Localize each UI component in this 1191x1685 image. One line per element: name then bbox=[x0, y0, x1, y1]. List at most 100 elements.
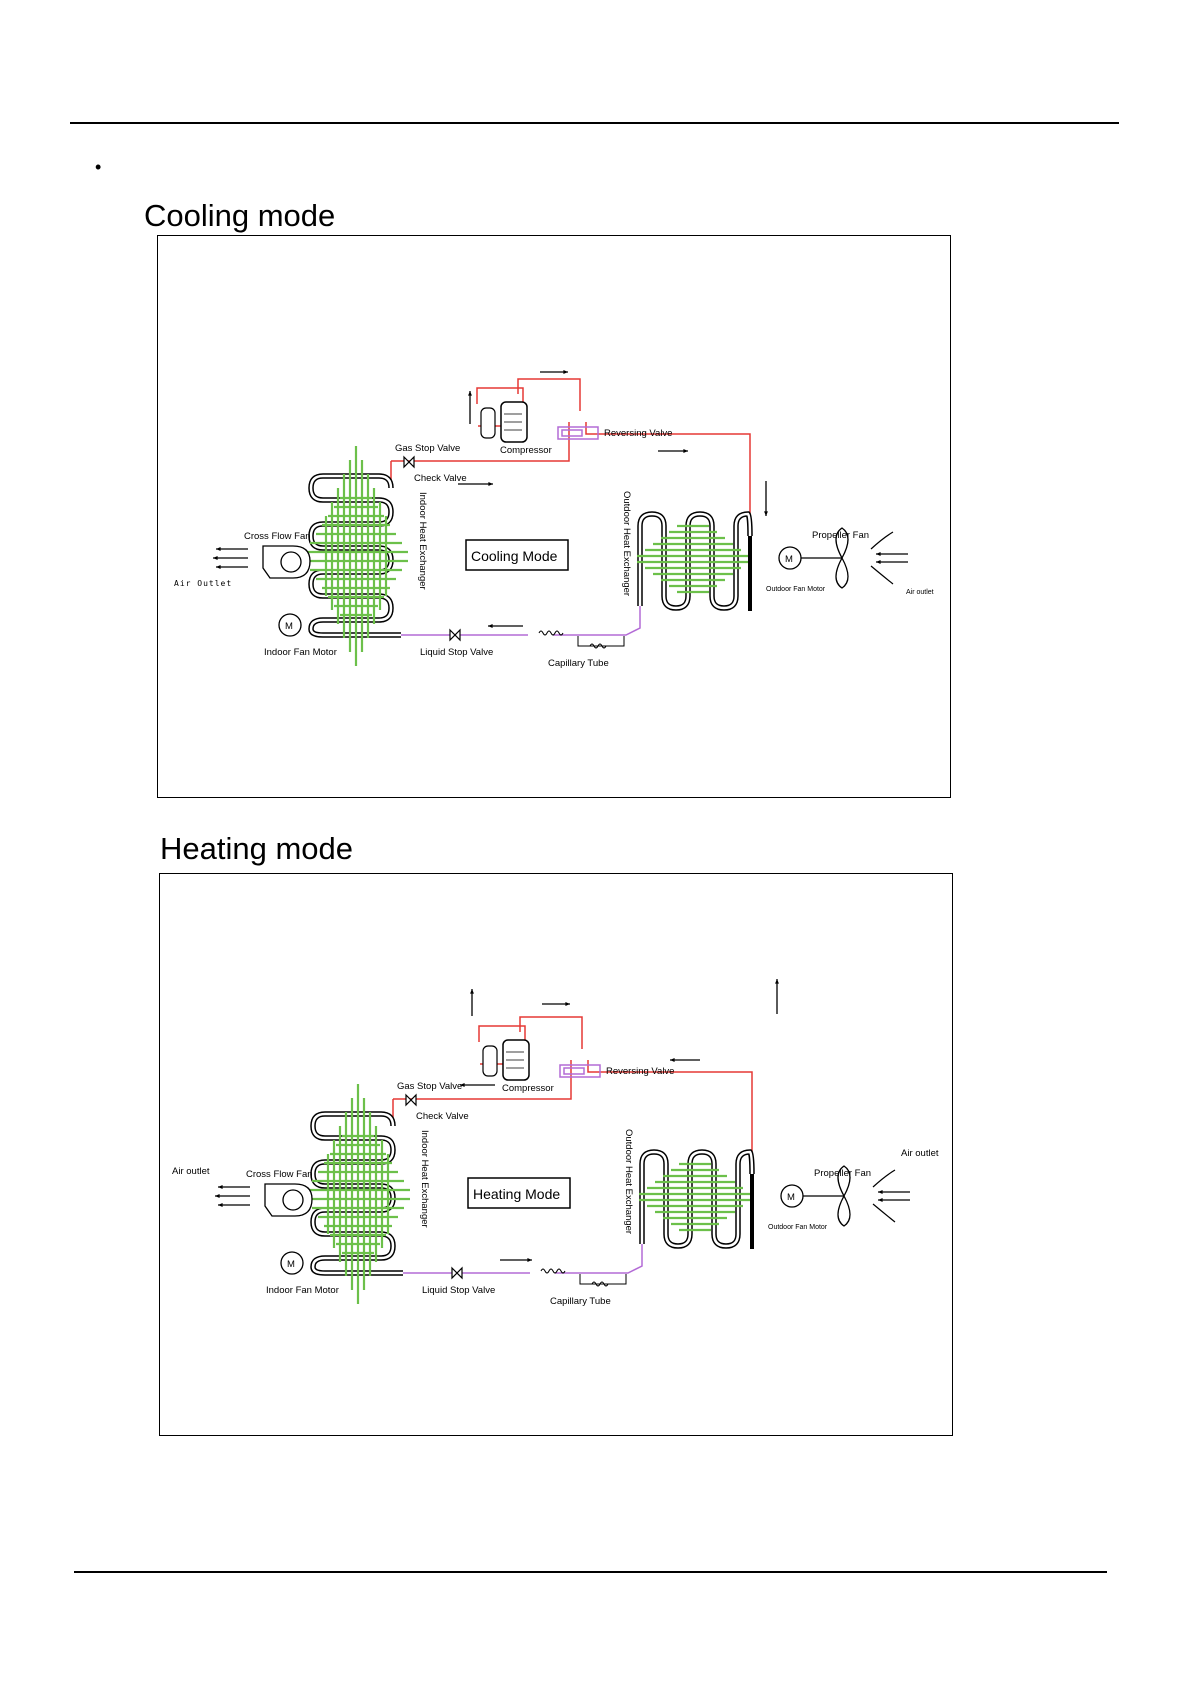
cross-flow-fan-rotor bbox=[280, 551, 302, 573]
compressor-label: Compressor bbox=[502, 1083, 554, 1094]
reversing-valve-body bbox=[557, 426, 599, 440]
footer-rule bbox=[74, 1571, 1107, 1573]
outdoor-air-arrow-1-head bbox=[878, 1190, 883, 1194]
reversing-valve-slider bbox=[563, 1067, 585, 1075]
indoor-fan-motor-icon bbox=[278, 613, 302, 637]
capillary-bypass bbox=[579, 1274, 627, 1285]
capillary-coil-2 bbox=[591, 1281, 609, 1287]
air-arrow-1-head bbox=[218, 1185, 223, 1189]
mode-box bbox=[467, 1177, 571, 1209]
gas-line-pipe bbox=[391, 422, 570, 462]
capillary-tube-label: Capillary Tube bbox=[550, 1296, 611, 1307]
capillary-coil-2 bbox=[589, 643, 607, 649]
propeller-fan-blades bbox=[837, 1165, 851, 1227]
air-arrow-2-head bbox=[213, 556, 218, 560]
outdoor-motor-m: M bbox=[787, 1192, 795, 1203]
outdoor-gas-pipe bbox=[585, 422, 751, 536]
outdoor-coil-inner bbox=[640, 1150, 754, 1248]
capillary-coil-1 bbox=[538, 630, 564, 636]
air-outlet-right-label: Air outlet bbox=[906, 589, 934, 596]
mode-box-label: Cooling Mode bbox=[471, 548, 558, 564]
air-arrow-1-head bbox=[216, 547, 221, 551]
indoor-fan-motor-label: Indoor Fan Motor bbox=[266, 1285, 339, 1296]
outdoor-gas-pipe bbox=[587, 1060, 753, 1174]
outdoor-heat-exchanger-label: Outdoor Heat Exchanger bbox=[623, 1129, 634, 1234]
propeller-fan-label: Propeller Fan bbox=[812, 530, 869, 541]
cooling-mode-title: Cooling mode bbox=[144, 198, 336, 233]
gas-stop-valve-icon bbox=[405, 1093, 417, 1107]
flow-arrow-outdoor-head bbox=[670, 1058, 675, 1062]
flow-arrow-liquid-head bbox=[488, 624, 493, 628]
capillary-coil-1 bbox=[540, 1268, 566, 1274]
compressor-discharge-pipe bbox=[519, 1016, 583, 1049]
air-arrow-2-head bbox=[215, 1194, 220, 1198]
capillary-bypass bbox=[577, 636, 625, 647]
reversing-valve-body bbox=[559, 1064, 601, 1078]
flow-arrow-liquid-head bbox=[527, 1258, 532, 1262]
air-intake-curves bbox=[872, 1169, 896, 1223]
reversing-valve-label: Reversing Valve bbox=[606, 1066, 674, 1077]
air-outlet-left-label: Air outlet bbox=[172, 1166, 210, 1177]
capillary-tube-label: Capillary Tube bbox=[548, 658, 609, 669]
cross-flow-fan-label: Cross Flow Fan bbox=[246, 1169, 313, 1180]
accumulator bbox=[480, 407, 496, 439]
flow-arrow-right-head bbox=[775, 979, 779, 984]
indoor-heat-exchanger-label: Indoor Heat Exchanger bbox=[419, 1130, 430, 1228]
cross-flow-fan-label: Cross Flow Fan bbox=[244, 531, 311, 542]
reversing-valve-slider bbox=[561, 429, 583, 437]
flow-arrow-top-head bbox=[563, 370, 568, 374]
flow-arrow-outdoor-head bbox=[683, 449, 688, 453]
air-outlet-right-label: Air outlet bbox=[901, 1148, 939, 1159]
outdoor-liquid-pipe bbox=[553, 606, 641, 636]
liquid-stop-valve-icon bbox=[449, 628, 461, 642]
header-rule bbox=[70, 122, 1119, 124]
liquid-stop-valve-label: Liquid Stop Valve bbox=[422, 1285, 495, 1296]
compressor-discharge-pipe bbox=[517, 378, 581, 411]
indoor-fan-motor-icon bbox=[280, 1251, 304, 1275]
flow-arrow-compressor-head bbox=[470, 989, 474, 994]
gas-stop-valve-icon bbox=[403, 455, 415, 469]
heating-mode-title: Heating mode bbox=[160, 831, 354, 866]
air-outlet-left-label: Air Outlet bbox=[174, 579, 232, 588]
flow-arrow-right-head bbox=[764, 511, 768, 516]
indoor-motor-m: M bbox=[287, 1259, 295, 1270]
outdoor-air-arrow-1-head bbox=[876, 552, 881, 556]
outdoor-liquid-pipe bbox=[555, 1244, 643, 1274]
compressor-detail bbox=[504, 413, 522, 431]
outdoor-fan-motor-label: Outdoor Fan Motor bbox=[768, 1224, 828, 1231]
check-valve-label: Check Valve bbox=[416, 1111, 469, 1122]
indoor-heat-exchanger-label: Indoor Heat Exchanger bbox=[417, 492, 428, 590]
outdoor-motor-m: M bbox=[785, 554, 793, 565]
accumulator bbox=[482, 1045, 498, 1077]
air-intake-curves bbox=[870, 531, 894, 585]
flow-arrow-compressor-head bbox=[468, 391, 472, 396]
air-arrow-3-head bbox=[218, 1203, 223, 1207]
gas-line-pipe bbox=[393, 1060, 572, 1100]
liquid-stop-valve-icon bbox=[451, 1266, 463, 1280]
indoor-motor-m: M bbox=[285, 621, 293, 632]
propeller-fan-label: Propeller Fan bbox=[814, 1168, 871, 1179]
flow-arrow-top-head bbox=[565, 1002, 570, 1006]
compressor-detail bbox=[506, 1051, 524, 1069]
bullet-marker: • bbox=[95, 157, 102, 177]
outdoor-coil-inner bbox=[638, 512, 752, 610]
liquid-stop-valve-label: Liquid Stop Valve bbox=[420, 647, 493, 658]
reversing-valve-label: Reversing Valve bbox=[604, 428, 672, 439]
compressor-label: Compressor bbox=[500, 445, 552, 456]
mode-box bbox=[465, 539, 569, 571]
gas-stop-valve-label: Gas Stop Valve bbox=[395, 443, 460, 454]
gas-stop-valve-label: Gas Stop Valve bbox=[397, 1081, 462, 1092]
check-valve-label: Check Valve bbox=[414, 473, 467, 484]
outdoor-heat-exchanger-label: Outdoor Heat Exchanger bbox=[621, 491, 632, 596]
propeller-fan-blades bbox=[835, 527, 849, 589]
outdoor-air-arrow-2-head bbox=[876, 560, 881, 564]
mode-box-label: Heating Mode bbox=[473, 1186, 560, 1202]
flow-arrow-gas-head bbox=[488, 482, 493, 486]
outdoor-air-arrow-2-head bbox=[878, 1198, 883, 1202]
air-arrow-3-head bbox=[216, 565, 221, 569]
